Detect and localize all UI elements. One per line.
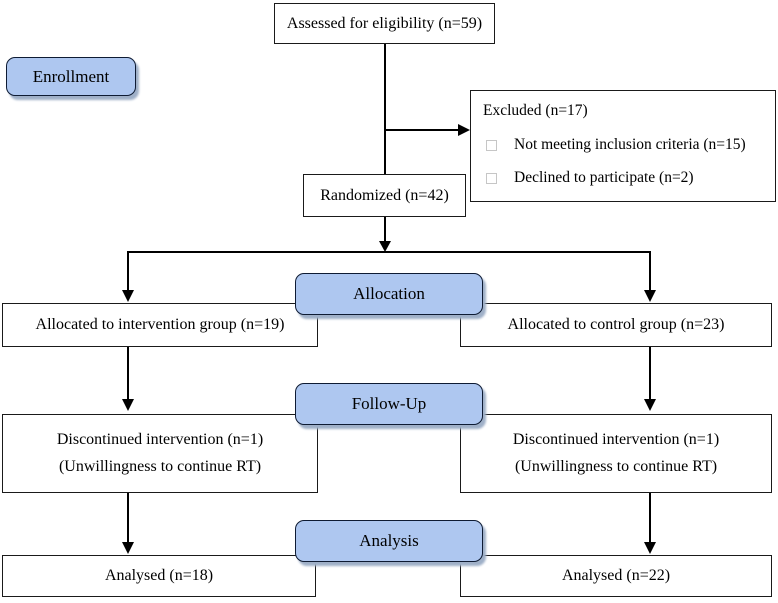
randomized-box: Randomized (n=42) [303, 174, 466, 217]
analysed-intervention-label: Analysed (n=18) [104, 567, 214, 584]
arrowhead-down-analysis-right [644, 542, 656, 554]
enrollment-stage-label: Enrollment [32, 66, 110, 86]
discontinued-intervention-box: Discontinued intervention (n=1) (Unwilli… [2, 414, 318, 493]
discontinued-control-line2: (Unwillingness to continue RT) [514, 458, 718, 476]
square-bullet-icon [486, 139, 497, 151]
allocation-stage-badge: Allocation [295, 273, 483, 315]
excluded-item-declined: Declined to participate (n=2) [483, 169, 765, 187]
arrowhead-down-analysis-left [122, 542, 134, 554]
enrollment-stage-badge: Enrollment [6, 57, 136, 96]
discontinued-control-line1: Discontinued intervention (n=1) [512, 430, 720, 448]
analysis-stage-badge: Analysis [295, 520, 483, 562]
allocation-stage-label: Allocation [353, 284, 425, 303]
excluded-item-label: Not meeting inclusion criteria (n=15) [514, 136, 746, 153]
excluded-title: Excluded (n=17) [483, 102, 588, 119]
analysed-intervention-box: Analysed (n=18) [2, 555, 316, 597]
followup-stage-badge: Follow-Up [295, 383, 483, 425]
assessed-eligibility-label: Assessed for eligibility (n=59) [286, 14, 483, 32]
arrowhead-down-alloc-left [122, 290, 134, 302]
discontinued-intervention-line2: (Unwillingness to continue RT) [58, 458, 262, 476]
followup-stage-label: Follow-Up [351, 394, 427, 413]
randomized-label: Randomized (n=42) [320, 186, 449, 204]
allocated-intervention-label: Allocated to intervention group (n=19) [35, 316, 285, 333]
analysis-stage-label: Analysis [359, 531, 419, 550]
square-bullet-icon [486, 172, 497, 184]
excluded-box: Excluded (n=17) Not meeting inclusion cr… [470, 90, 776, 202]
arrowhead-right-excluded [458, 124, 470, 136]
discontinued-control-box: Discontinued intervention (n=1) (Unwilli… [460, 414, 772, 493]
allocated-control-label: Allocated to control group (n=23) [507, 316, 725, 333]
arrowhead-down-followup-right [644, 399, 656, 411]
allocated-intervention-box: Allocated to intervention group (n=19) [2, 303, 318, 347]
arrowhead-down-alloc-right [644, 290, 656, 302]
excluded-item-inclusion: Not meeting inclusion criteria (n=15) [483, 136, 765, 154]
analysed-control-label: Analysed (n=22) [561, 567, 671, 584]
arrowhead-down-followup-left [122, 399, 134, 411]
discontinued-intervention-line1: Discontinued intervention (n=1) [56, 430, 264, 448]
arrowhead-down-randomized [379, 241, 391, 252]
assessed-eligibility-box: Assessed for eligibility (n=59) [274, 3, 495, 44]
analysed-control-box: Analysed (n=22) [460, 555, 772, 597]
allocated-control-box: Allocated to control group (n=23) [460, 303, 772, 347]
excluded-item-label: Declined to participate (n=2) [514, 169, 694, 186]
